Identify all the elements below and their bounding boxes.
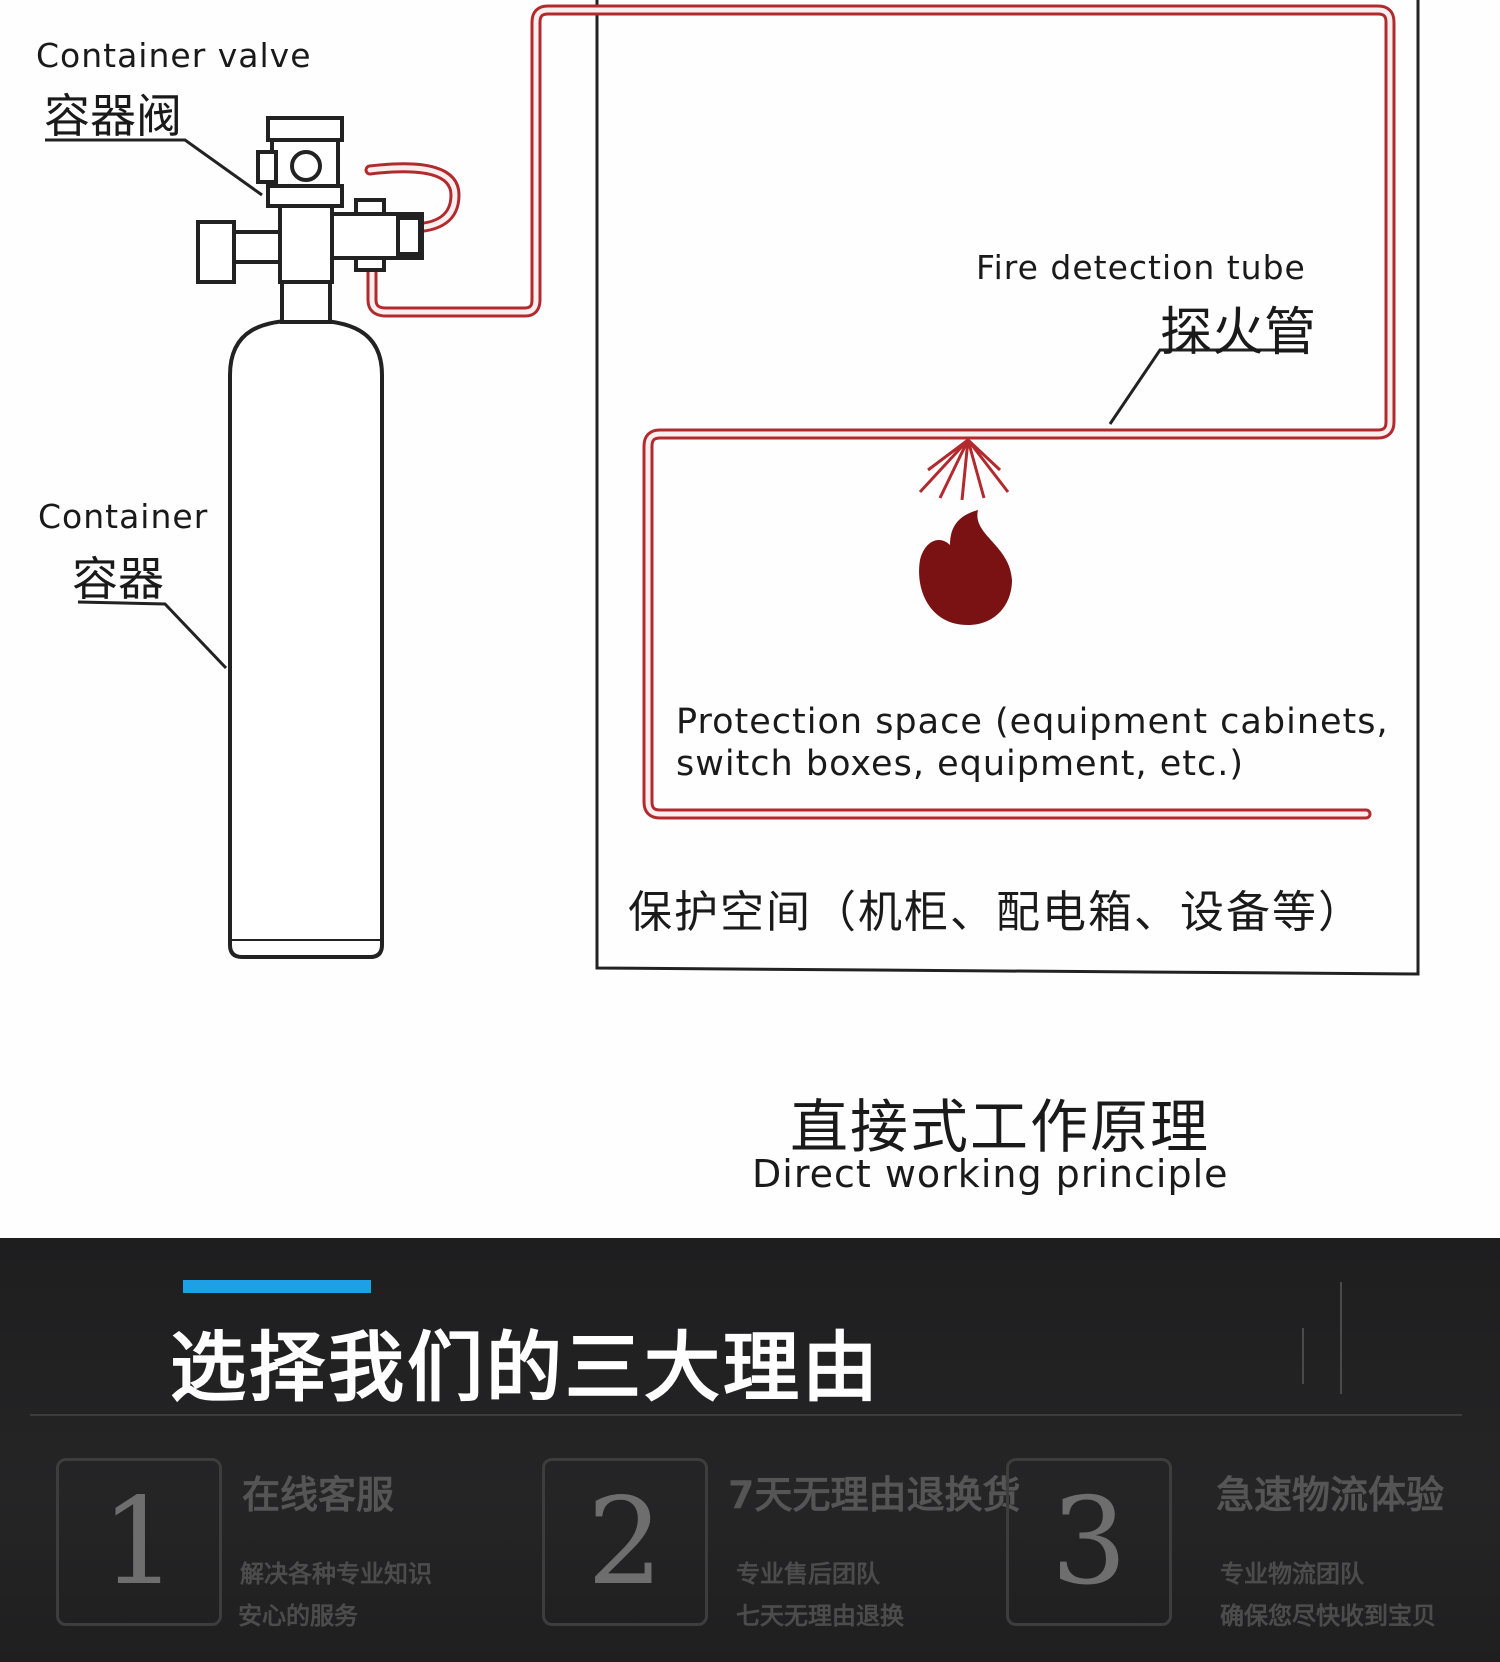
fire-suppression-diagram — [45, 0, 1420, 976]
reason-item-1: 1 在线客服 解决各种专业知识 安心的服务 — [56, 1458, 496, 1638]
protection-label-cn: 保护空间（机柜、配电箱、设备等） — [628, 887, 1364, 938]
reason-detail: 安心的服务 — [238, 1602, 358, 1630]
fire-tube-label-en: Fire detection tube — [976, 248, 1306, 287]
reason-title: 急速物流体验 — [1216, 1473, 1445, 1517]
reason-title: 7天无理由退换货 — [728, 1473, 1021, 1517]
reasons-heading: 选择我们的三大理由 — [170, 1323, 881, 1412]
decorative-line — [1302, 1328, 1304, 1384]
reason-detail: 确保您尽快收到宝贝 — [1220, 1602, 1436, 1630]
container-valve-label-en: Container valve — [36, 36, 312, 75]
decorative-line — [1340, 1282, 1342, 1394]
container-valve — [196, 116, 424, 284]
caption-cn: 直接式工作原理 — [790, 1093, 1211, 1161]
reason-item-2: 2 7天无理由退换货 专业售后团队 七天无理由退换 — [542, 1458, 1020, 1638]
fire-detection-tube — [364, 4, 1396, 820]
reason-number: 1 — [56, 1458, 222, 1626]
diagram-area: Container valve 容器阀 Container 容器 Fire de… — [36, 0, 1420, 1196]
protection-label-en-line1: Protection space (equipment cabinets, — [676, 702, 1389, 742]
spray-lines — [918, 438, 1010, 501]
fire-tube-label-cn: 探火管 — [1160, 303, 1317, 363]
reasons-section: 选择我们的三大理由 1 在线客服 解决各种专业知识 安心的服务 2 7天无理由退… — [0, 1238, 1500, 1662]
section-divider — [30, 1414, 1462, 1416]
reason-detail: 解决各种专业知识 — [240, 1560, 432, 1588]
reason-detail: 七天无理由退换 — [736, 1602, 904, 1630]
container-label-en: Container — [38, 497, 209, 536]
reason-detail: 专业售后团队 — [736, 1560, 880, 1588]
reason-number: 3 — [1006, 1458, 1172, 1626]
caption-en: Direct working principle — [752, 1152, 1229, 1196]
protection-label-en-line2: switch boxes, equipment, etc.) — [676, 744, 1245, 784]
container-cylinder — [228, 280, 384, 959]
container-label-cn: 容器 — [72, 552, 164, 606]
container-valve-label-cn: 容器阀 — [44, 89, 182, 143]
reason-title: 在线客服 — [242, 1473, 395, 1517]
flame-icon — [919, 510, 1012, 625]
protection-box — [595, 0, 1420, 976]
reason-number: 2 — [542, 1458, 708, 1626]
accent-bar — [183, 1280, 371, 1293]
leader-lines — [45, 138, 1306, 670]
reason-item-3: 3 急速物流体验 专业物流团队 确保您尽快收到宝贝 — [1006, 1458, 1486, 1638]
reason-detail: 专业物流团队 — [1220, 1560, 1364, 1588]
